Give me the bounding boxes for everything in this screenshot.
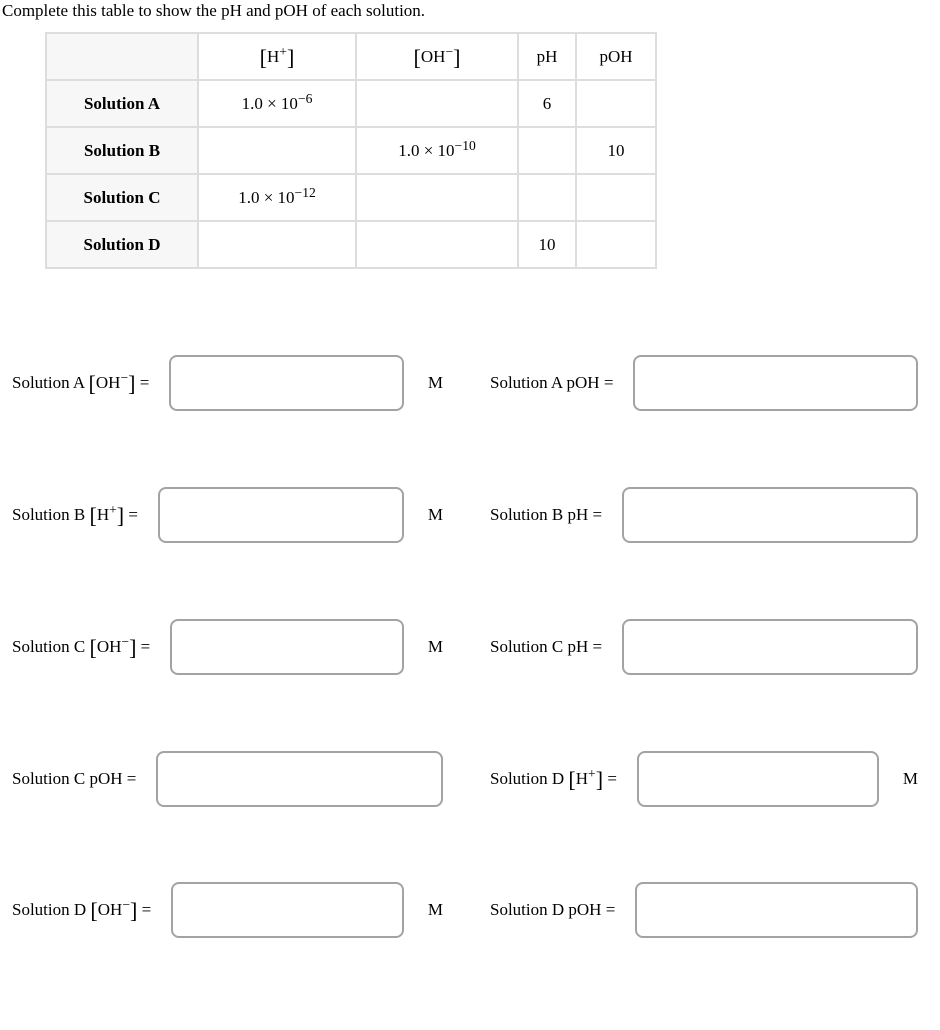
solution-c-oh-label: Solution C [OH−] = bbox=[12, 633, 151, 660]
cell-solution-b-oh: 1.0 × 10−10 bbox=[355, 126, 519, 175]
solution-b-ph-input[interactable] bbox=[622, 487, 918, 543]
cell-solution-b-poh: 10 bbox=[575, 126, 657, 175]
cell-solution-d-h bbox=[197, 220, 357, 269]
solution-d-h-unit: M bbox=[902, 769, 918, 788]
solution-c-poh-input[interactable] bbox=[156, 751, 443, 807]
solution-b-ph-label: Solution B pH = bbox=[490, 505, 603, 524]
solution-d-h-input[interactable] bbox=[636, 751, 879, 807]
solution-d-poh-label: Solution D pOH = bbox=[490, 900, 616, 919]
table-row-solution-c: Solution C 1.0 × 10−12 bbox=[45, 173, 657, 222]
cell-solution-d-oh bbox=[355, 220, 519, 269]
solution-c-oh-input[interactable] bbox=[170, 619, 404, 675]
solution-c-poh-label: Solution C pOH = bbox=[12, 769, 137, 788]
cell-solution-b-h bbox=[197, 126, 357, 175]
solution-d-h-label: Solution D [H+] = bbox=[490, 765, 617, 792]
solution-c-oh-unit: M bbox=[427, 637, 443, 656]
table-header-h-concentration: [H+] bbox=[197, 32, 357, 81]
answer-row-1: Solution A [OH−] = M Solution A pOH = bbox=[0, 355, 940, 411]
cell-solution-a-h: 1.0 × 10−6 bbox=[197, 79, 357, 128]
cell-solution-a-poh bbox=[575, 79, 657, 128]
table-row-solution-d: Solution D 10 bbox=[45, 220, 657, 269]
cell-solution-c-oh bbox=[355, 173, 519, 222]
ph-poh-table: [H+] [OH−] pH pOH Solution A 1.0 × 10−6 … bbox=[45, 32, 657, 269]
table-row-solution-a: Solution A 1.0 × 10−6 6 bbox=[45, 79, 657, 128]
cell-solution-c-poh bbox=[575, 173, 657, 222]
solution-d-oh-unit: M bbox=[427, 900, 443, 919]
cell-solution-a-oh bbox=[355, 79, 519, 128]
solution-a-poh-label: Solution A pOH = bbox=[490, 373, 614, 392]
row-label-solution-b: Solution B bbox=[45, 126, 199, 175]
solution-a-poh-input[interactable] bbox=[633, 355, 918, 411]
table-header-oh-concentration: [OH−] bbox=[355, 32, 519, 81]
page-title: Complete this table to show the pH and p… bbox=[2, 1, 426, 20]
solution-c-ph-input[interactable] bbox=[622, 619, 918, 675]
table-row-solution-b: Solution B 1.0 × 10−10 10 bbox=[45, 126, 657, 175]
cell-solution-c-ph bbox=[517, 173, 577, 222]
row-label-solution-a: Solution A bbox=[45, 79, 199, 128]
cell-solution-b-ph bbox=[517, 126, 577, 175]
table-header-poh: pOH bbox=[575, 32, 657, 81]
solution-d-oh-input[interactable] bbox=[171, 882, 404, 938]
solution-b-h-unit: M bbox=[427, 505, 443, 524]
answer-row-2: Solution B [H+] = M Solution B pH = bbox=[0, 487, 940, 543]
table-header-ph: pH bbox=[517, 32, 577, 81]
row-label-solution-c: Solution C bbox=[45, 173, 199, 222]
cell-solution-c-h: 1.0 × 10−12 bbox=[197, 173, 357, 222]
cell-solution-d-ph: 10 bbox=[517, 220, 577, 269]
table-header-row: [H+] [OH−] pH pOH bbox=[45, 32, 657, 81]
answer-row-3: Solution C [OH−] = M Solution C pH = bbox=[0, 619, 940, 675]
solution-a-oh-label: Solution A [OH−] = bbox=[12, 369, 150, 396]
answer-row-4: Solution C pOH = Solution D [H+] = M bbox=[0, 751, 940, 807]
row-label-solution-d: Solution D bbox=[45, 220, 199, 269]
solution-d-oh-label: Solution D [OH−] = bbox=[12, 896, 152, 923]
answer-row-5: Solution D [OH−] = M Solution D pOH = bbox=[0, 882, 940, 938]
cell-solution-d-poh bbox=[575, 220, 657, 269]
table-header-blank bbox=[45, 32, 199, 81]
cell-solution-a-ph: 6 bbox=[517, 79, 577, 128]
solution-a-oh-input[interactable] bbox=[169, 355, 404, 411]
solution-d-poh-input[interactable] bbox=[635, 882, 918, 938]
solution-b-h-input[interactable] bbox=[157, 487, 404, 543]
solution-b-h-label: Solution B [H+] = bbox=[12, 501, 138, 528]
solution-a-oh-unit: M bbox=[427, 373, 443, 392]
solution-c-ph-label: Solution C pH = bbox=[490, 637, 603, 656]
